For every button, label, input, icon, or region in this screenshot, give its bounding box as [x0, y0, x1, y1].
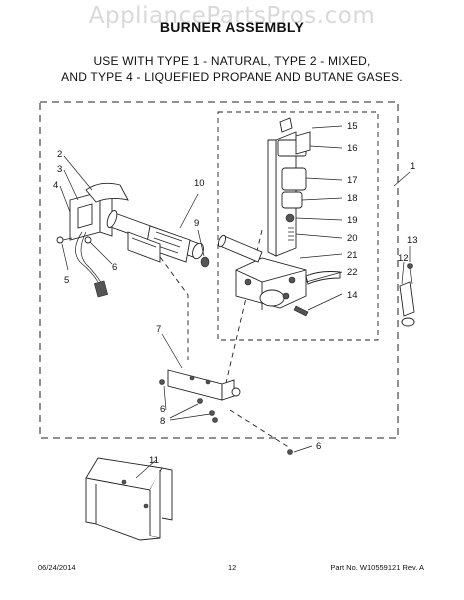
subtitle-line-1: USE WITH TYPE 1 - NATURAL, TYPE 2 - MIXE…: [93, 54, 371, 68]
burner-frame: [85, 457, 173, 541]
callout-4: 4: [53, 180, 58, 191]
burner-housing: [69, 182, 129, 241]
callout-17: 17: [347, 175, 358, 186]
watermark: AppliancePartsPros.com: [88, 3, 376, 29]
valve-outlet-bracket: [305, 271, 341, 285]
burner-tube: [106, 209, 204, 263]
callout-22: 22: [347, 267, 358, 278]
callout-5: 5: [64, 275, 69, 286]
mounting-bracket: [167, 369, 241, 401]
callout-3: 3: [57, 164, 62, 175]
callout-2: 2: [57, 149, 62, 160]
footer-part-number: Part No. W10559121 Rev. A: [330, 563, 424, 572]
igniter-wire-harness: [75, 231, 109, 298]
callout-7: 7: [156, 324, 161, 335]
callout-6c: 6: [316, 441, 321, 452]
callout-10: 10: [194, 178, 205, 189]
callout-labels: 2 3 4 5 6 10 9 15 16 17 18 19 20 21 22 1…: [53, 121, 418, 466]
footer-date: 06/24/2014: [38, 563, 76, 572]
callout-14: 14: [347, 290, 358, 301]
orifice: [200, 256, 210, 268]
callout-12: 12: [398, 253, 409, 264]
callout-6a: 6: [112, 262, 117, 273]
callout-21: 21: [347, 250, 358, 261]
callout-19: 19: [347, 215, 358, 226]
coil-clip: [279, 117, 311, 155]
callout-18: 18: [347, 193, 358, 204]
callout-13: 13: [407, 235, 418, 246]
callout-16: 16: [347, 143, 358, 154]
flame-sensor-bracket: [399, 263, 415, 327]
callout-20: 20: [347, 233, 358, 244]
page-title: BURNER ASSEMBLY: [159, 19, 305, 35]
leader-lines: [59, 125, 411, 479]
footer-page-number: 12: [228, 563, 237, 572]
valve-screw: [293, 305, 309, 317]
callout-9: 9: [194, 218, 199, 229]
burner-tube-bracket: [127, 231, 161, 263]
assembly-boundary: [39, 101, 399, 439]
subtitle-line-2: AND TYPE 4 - LIQUEFIED PROPANE AND BUTAN…: [61, 70, 403, 84]
guide-line-screw-to-frame: [229, 409, 291, 449]
callout-15: 15: [347, 121, 358, 132]
valve-subassembly-boundary: [217, 111, 379, 341]
bracket-screws: [159, 379, 293, 455]
callout-6b: 6: [160, 404, 165, 415]
guide-line-burner-to-bracket: [154, 249, 189, 360]
valve-body: [235, 257, 307, 310]
burner-screws-left: [56, 236, 92, 244]
callout-8: 8: [160, 416, 165, 427]
callout-11: 11: [149, 455, 159, 466]
callout-1: 1: [410, 161, 415, 172]
valve-inlet-pipe: [217, 234, 263, 263]
